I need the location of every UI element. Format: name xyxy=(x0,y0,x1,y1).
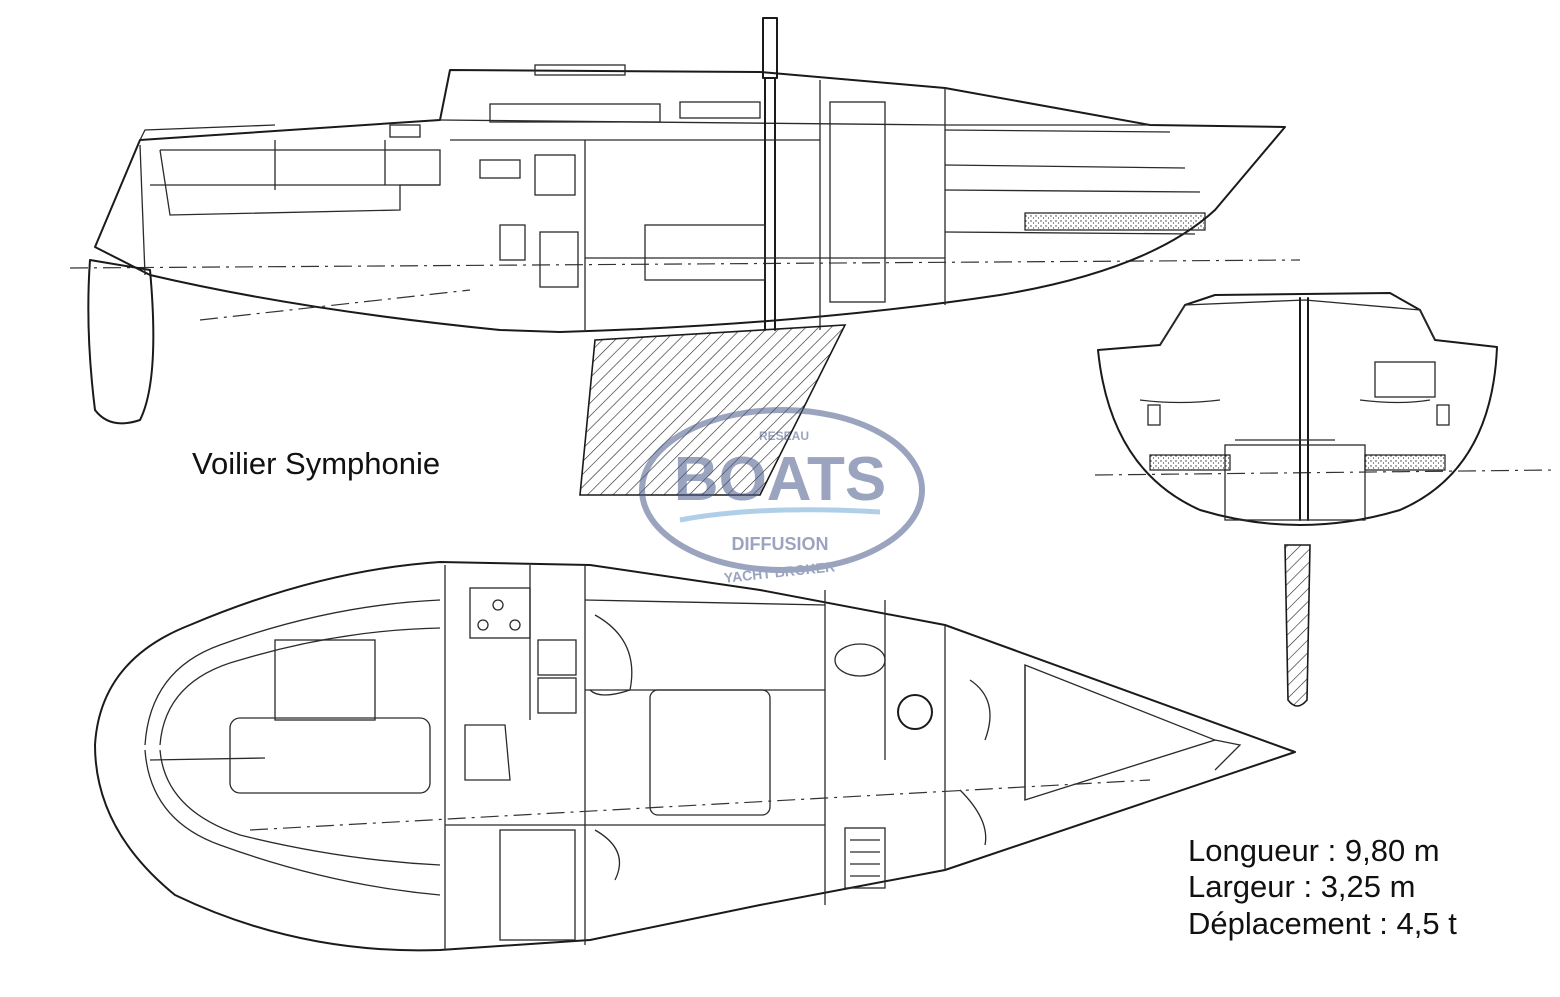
cross-section-view xyxy=(1094,292,1556,707)
watermark-bottom: YACHT BROKER xyxy=(723,558,836,586)
watermark-top: RESEAU xyxy=(759,429,809,443)
watermark-middle: DIFFUSION xyxy=(732,534,829,554)
side-profile-view xyxy=(69,17,1301,496)
drawing-title: Voilier Symphonie xyxy=(192,446,441,481)
deck-plan-view xyxy=(94,561,1296,952)
spec-displacement: Déplacement : 4,5 t xyxy=(1188,906,1457,941)
spec-length: Longueur : 9,80 m xyxy=(1188,833,1440,868)
watermark-brand: BOATS xyxy=(674,445,886,514)
spec-width: Largeur : 3,25 m xyxy=(1188,869,1416,904)
